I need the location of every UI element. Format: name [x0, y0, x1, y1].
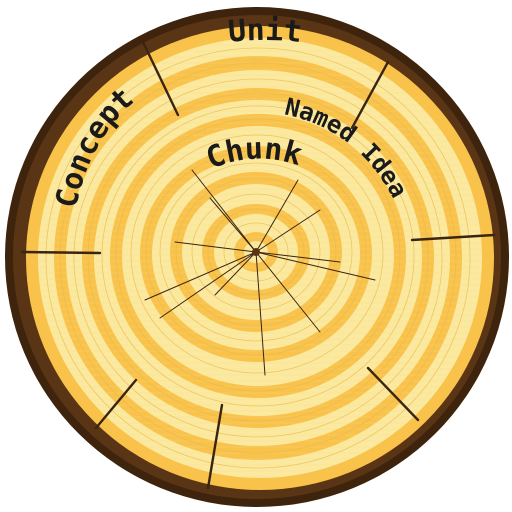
wood-face [26, 26, 494, 490]
growth-lines [45, 47, 471, 469]
stump-pith [252, 248, 260, 256]
outer-cracks [20, 40, 496, 490]
center-cracks [144, 169, 376, 376]
